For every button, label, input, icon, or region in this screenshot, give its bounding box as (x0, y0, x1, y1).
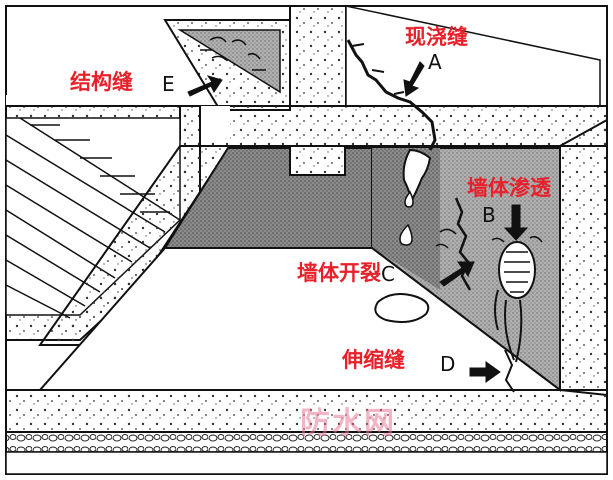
label-letter-a: A (428, 50, 442, 74)
upper-wall (289, 5, 601, 107)
wall-crack (454, 197, 472, 291)
wall-seepage (491, 235, 543, 363)
label-letter-e: E (162, 72, 175, 96)
cast-joint-crack (346, 39, 437, 151)
label-letter-d: D (440, 352, 456, 376)
expansion-joint-label: 伸缩缝 (342, 348, 405, 372)
watermark: 防水网 (300, 406, 396, 441)
cast-joint-label: 现浇缝 (405, 25, 468, 49)
label-letter-b: B (482, 203, 496, 227)
water-drip (399, 148, 432, 246)
label-letter-c: C (381, 262, 395, 286)
back-wall (163, 145, 373, 249)
structural-joint-area (163, 19, 291, 111)
expansion-joint (504, 349, 515, 393)
arrows (187, 61, 529, 383)
wall-seepage-label: 墙体渗透 (467, 176, 551, 200)
water-puddle (374, 293, 430, 323)
structural-joint-label: 结构缝 (70, 70, 133, 94)
wall-crack-label: 墙体开裂 (297, 261, 381, 285)
